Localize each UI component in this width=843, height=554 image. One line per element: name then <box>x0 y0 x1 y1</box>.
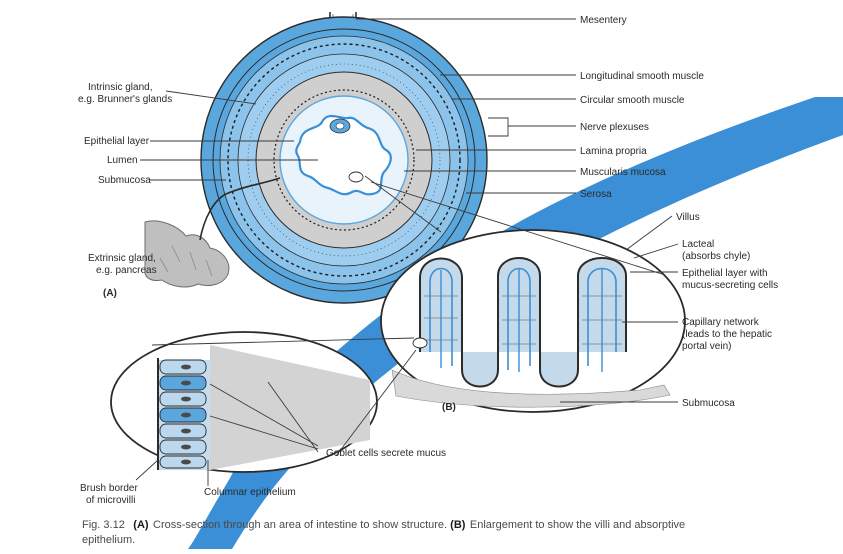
label-brush-border-microvilli: of microvilli <box>86 495 135 506</box>
label-intrinsic-gland-example: e.g. Brunner's glands <box>78 94 172 105</box>
villi-enlargement <box>381 230 685 412</box>
label-goblet-cells: Goblet cells secrete mucus <box>326 448 446 459</box>
label-circular-muscle: Circular smooth muscle <box>580 95 685 106</box>
label-lacteal-note: (absorbs chyle) <box>682 251 750 262</box>
label-submucosa: Submucosa <box>98 175 151 186</box>
label-submucosa-b: Submucosa <box>682 398 735 409</box>
label-lumen: Lumen <box>107 155 138 166</box>
caption-fig-prefix: Fig. <box>82 519 103 531</box>
label-epithelial-layer: Epithelial layer <box>84 136 150 147</box>
label-capillary: Capillary network <box>682 317 760 328</box>
label-columnar-epithelium: Columnar epithelium <box>204 487 296 498</box>
label-muscularis-mucosa: Muscularis mucosa <box>580 167 666 178</box>
label-panel-a: (A) <box>103 288 117 299</box>
label-brush-border: Brush border <box>80 483 138 494</box>
label-villus: Villus <box>676 212 700 223</box>
label-serosa: Serosa <box>580 189 612 200</box>
label-extrinsic-gland-example: e.g. pancreas <box>96 265 157 276</box>
label-epithelial-mucus: Epithelial layer with <box>682 268 768 279</box>
caption-fig-number: 3.12 <box>103 519 124 531</box>
caption-part-a: (A) <box>133 519 149 531</box>
figure-caption: Fig. 3.12 (A) Cross-section through an a… <box>82 515 685 532</box>
caption-text-a: Cross-section through an area of intesti… <box>153 519 450 531</box>
label-capillary-note-2: portal vein) <box>682 341 731 352</box>
label-longitudinal-muscle: Longitudinal smooth muscle <box>580 71 704 82</box>
caption-text-b: Enlargement to show the villi and absorp… <box>470 519 685 531</box>
label-capillary-note: (leads to the hepatic <box>682 329 772 340</box>
label-extrinsic-gland: Extrinsic gland, <box>88 253 156 264</box>
label-intrinsic-gland: Intrinsic gland, <box>88 82 152 93</box>
label-lamina-propria: Lamina propria <box>580 146 647 157</box>
caption-part-b: (B) <box>450 519 466 531</box>
label-lacteal: Lacteal <box>682 239 714 250</box>
label-panel-b: (B) <box>442 402 456 413</box>
label-nerve-plexuses: Nerve plexuses <box>580 122 649 133</box>
caption-line-2: epithelium. <box>82 534 135 546</box>
label-epithelial-mucus-cells: mucus-secreting cells <box>682 280 778 291</box>
label-mesentery: Mesentery <box>580 15 627 26</box>
